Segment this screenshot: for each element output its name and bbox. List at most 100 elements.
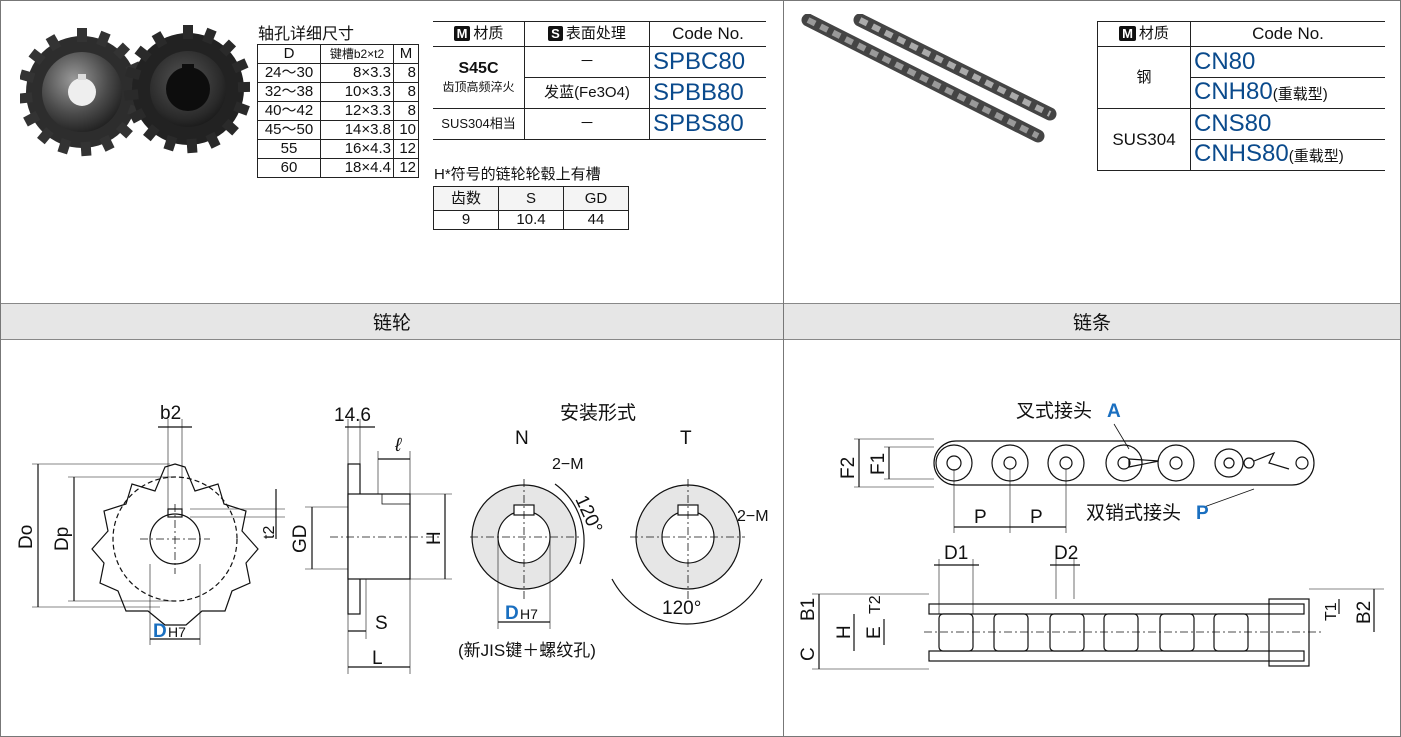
s45c-label: S45C [458,59,499,77]
cell: 24～30 [257,63,321,83]
label-d1: D1 [944,543,968,564]
hole-table: D 键槽b2×t2 M 24～30 8×3.3 8 32～38 10×3.3 8… [257,44,419,178]
label-d: D [153,621,167,642]
header-material-label: 材质 [473,25,504,42]
cell: 10×3.3 [320,82,394,102]
table-row: 45～50 14×3.8 10 [257,120,419,140]
table-row: 24～30 8×3.3 8 [257,63,419,83]
label-h-chain: H [834,625,855,639]
label-b2: b2 [160,403,181,424]
cell: 8×3.3 [320,63,394,83]
heavy-note: (重载型) [1272,85,1328,103]
s45c-note: 齿顶高频淬火 [442,79,515,94]
label-p-2: P [1030,507,1043,528]
mount-title: 安装形式 [560,402,636,424]
label-t: T [680,428,692,449]
steel-cell: 钢 [1097,46,1191,109]
mount-t-view [611,479,763,625]
table-row: 40～42 12×3.3 8 [257,101,419,121]
table-row: 55 16×4.3 12 [257,139,419,159]
cell: 12×3.3 [320,101,394,121]
label-120-t: 120° [662,598,701,619]
panel-divider [783,0,784,737]
label-f1: F1 [868,453,889,475]
code-cnh80[interactable]: CNH80(重载型) [1190,77,1385,109]
s45c-cell: S45C 齿顶高频淬火 [433,46,525,109]
surface-badge: S [548,26,563,41]
cell: 10 [393,120,419,140]
label-d-n: D [505,603,519,624]
chain-photo [801,14,1057,143]
sprocket-drawing: b2 Do Dp t2 D H7 14.6 ℓ GD H S L 安装形式 N … [16,402,769,674]
dash-cell: － [524,46,650,78]
label-fork-joint-a: A [1107,401,1121,422]
cell: 12 [393,139,419,159]
code-spbs80[interactable]: SPBS80 [649,108,766,140]
label-h: H [424,531,445,545]
sus304-chain-cell: SUS304 [1097,108,1191,171]
cell: 8 [393,63,419,83]
groove-header-gd: GD [563,186,629,211]
sprocket-front-view [91,463,259,626]
label-14-6: 14.6 [334,405,371,426]
groove-header-s: S [498,186,564,211]
label-b2-chain: B2 [1354,601,1375,624]
cell: 12 [393,158,419,178]
label-l-small: ℓ [394,435,402,456]
cell: 45～50 [257,120,321,140]
label-e: E [864,626,885,639]
code-cn80[interactable]: CN80 [1190,46,1385,78]
chain-strand-1 [801,14,1045,143]
groove-header-teeth: 齿数 [433,186,499,211]
chain-side-view [924,598,1324,667]
cell: 44 [563,210,629,230]
cell: 14×3.8 [320,120,394,140]
heavy-note: (重载型) [1288,147,1344,165]
cell: 8 [393,101,419,121]
label-f2: F2 [838,457,859,479]
hole-table-header-m: M [393,44,419,64]
label-fork-joint: 叉式接头 [1016,400,1092,422]
label-b1: B1 [798,598,819,621]
frame-left [0,0,1,737]
jis-note: (新JIS键＋螺纹孔) [458,641,596,660]
label-h7-n: H7 [520,606,538,622]
table-row: 60 18×4.4 12 [257,158,419,178]
label-l: L [372,648,383,669]
label-do: Do [16,525,37,549]
hole-table-header-d: D [257,44,321,64]
code-cnh80-text[interactable]: CNH80 [1194,77,1273,105]
code-spbb80[interactable]: SPBB80 [649,77,766,109]
code-cnhs80-text[interactable]: CNHS80 [1194,139,1289,167]
chain-header-material-label: 材质 [1138,25,1169,42]
cell: 8 [393,82,419,102]
dash-cell: － [524,108,650,140]
chain-drawing: 叉式接头 A 双销式接头 P F2 F1 P P D1 D2 B1 C H T2… [798,400,1384,670]
sprocket-photo-back [123,25,250,154]
label-gd: GD [290,525,311,554]
label-h7: H7 [168,624,186,640]
sus304-cell: SUS304相当 [433,108,525,140]
material-badge: M [453,26,471,41]
header-surface-label: 表面处理 [565,25,626,42]
code-cns80[interactable]: CNS80 [1190,108,1385,140]
sprocket-photo [20,25,250,157]
code-spbc80[interactable]: SPBC80 [649,46,766,78]
code-cnhs80[interactable]: CNHS80(重载型) [1190,139,1385,171]
hole-table-title: 轴孔详细尺寸 [258,26,355,43]
cell: 55 [257,139,321,159]
chain-material-badge: M [1119,26,1136,41]
table-row: 32～38 10×3.3 8 [257,82,419,102]
cell: 40～42 [257,101,321,121]
header-code: Code No. [649,21,766,47]
label-s: S [375,613,388,634]
cell: 10.4 [498,210,564,230]
label-t2: t2 [261,526,278,539]
blackening-cell: 发蓝(Fe3O4) [524,77,650,109]
frame-top [0,0,1401,1]
